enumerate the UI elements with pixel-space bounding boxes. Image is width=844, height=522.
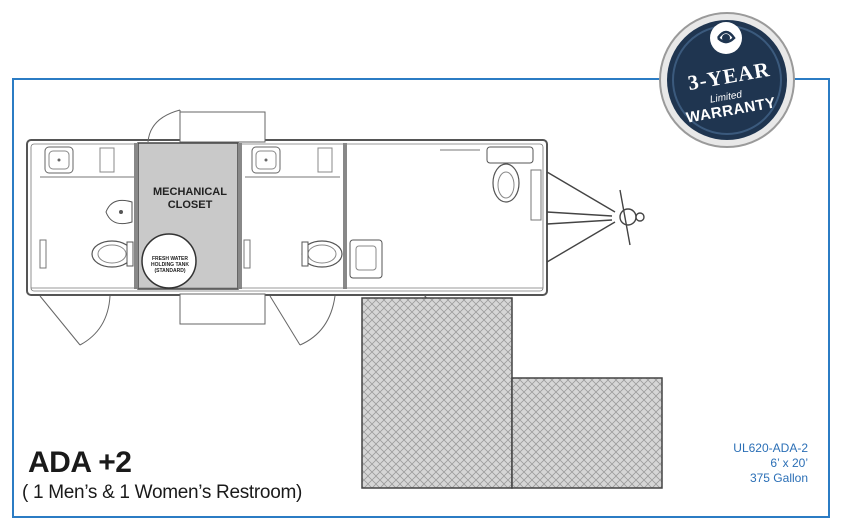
hitch [546,171,645,263]
urinal-icon [105,199,133,225]
page-subtitle: ( 1 Men’s & 1 Women’s Restroom) [22,482,303,503]
sink-icon [251,146,281,174]
ramp-main [361,297,513,489]
toilet-icon [301,240,343,268]
model-info: UL620-ADA-2 6’ x 20’ 375 Gallon [733,441,808,486]
model-size: 6’ x 20’ [770,456,808,470]
model-code: UL620-ADA-2 [733,441,808,455]
page-title: ADA +2 [28,446,132,479]
closet-label: MECHANICAL CLOSET [153,186,227,211]
ramp-extension [511,377,663,489]
model-capacity: 375 Gallon [749,471,808,485]
tank-label: FRESH WATER HOLDING TANK (STANDARD) [151,256,189,274]
plan-frame [12,78,830,518]
water-tank [141,233,197,289]
warranty-badge [659,12,795,148]
sink-icon [349,239,383,279]
toilet-icon [91,240,134,268]
toilet-icon [486,146,534,203]
sink-icon [44,146,74,174]
